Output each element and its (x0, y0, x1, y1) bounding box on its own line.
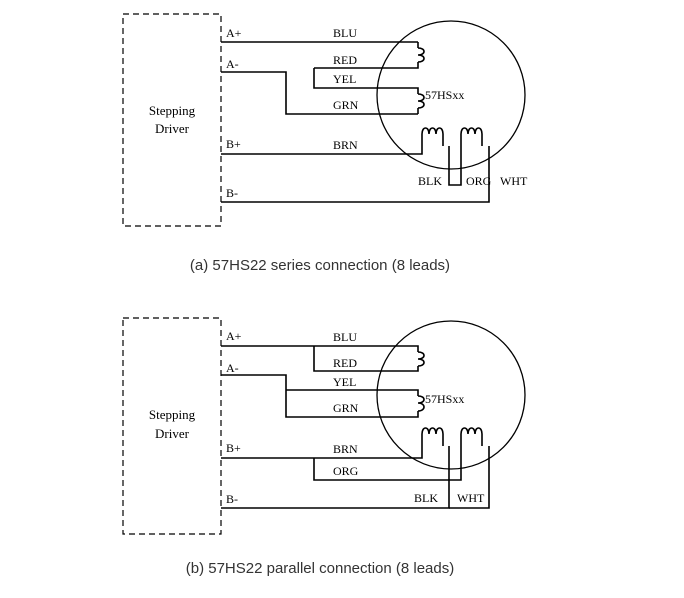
motor-circle (376, 20, 526, 170)
stepping-driver-box (122, 13, 222, 227)
wire-label-blu: BLU (333, 26, 357, 40)
terminal-b-plus: B+ (226, 137, 241, 151)
terminal-b-minus: B- (226, 492, 238, 506)
series-connection-diagram: Stepping Driver A+ A- B+ B- BLU (122, 13, 528, 274)
parallel-connection-diagram: Stepping Driver A+ A- B+ B- BLU RED (122, 317, 526, 577)
wire-label-red: RED (333, 53, 357, 67)
coil-windings (417, 47, 483, 146)
stepping-driver-box (122, 317, 222, 535)
wire-label-grn: GRN (333, 98, 359, 112)
coil-label-wht: WHT (500, 174, 528, 188)
caption-series: (a) 57HS22 series connection (8 leads) (190, 257, 450, 274)
coil-label-blk: BLK (414, 491, 438, 505)
coil-label-org: ORG (466, 174, 492, 188)
wire-label-grn: GRN (333, 401, 359, 415)
wire-label-yel: YEL (333, 375, 356, 389)
terminal-a-minus: A- (226, 57, 239, 71)
wire-lines (221, 41, 490, 203)
wire-lines (221, 345, 490, 509)
terminal-a-plus: A+ (226, 329, 242, 343)
driver-label-line1: Stepping (149, 407, 196, 422)
coil-label-blk: BLK (418, 174, 442, 188)
motor-circle (376, 320, 526, 470)
wire-label-blu: BLU (333, 330, 357, 344)
driver-label-line1: Stepping (149, 103, 196, 118)
motor-label: 57HSxx (425, 392, 464, 406)
motor-label: 57HSxx (425, 88, 464, 102)
driver-label-line2: Driver (155, 426, 190, 441)
driver-label-line2: Driver (155, 121, 190, 136)
wire-label-org: ORG (333, 464, 359, 478)
terminal-b-plus: B+ (226, 441, 241, 455)
wire-label-yel: YEL (333, 72, 356, 86)
terminal-a-minus: A- (226, 361, 239, 375)
terminal-a-plus: A+ (226, 26, 242, 40)
coil-windings (417, 351, 483, 446)
wire-label-red: RED (333, 356, 357, 370)
caption-parallel: (b) 57HS22 parallel connection (8 leads) (186, 560, 454, 577)
wire-label-brn: BRN (333, 138, 358, 152)
terminal-b-minus: B- (226, 186, 238, 200)
coil-label-wht: WHT (457, 491, 485, 505)
wire-label-brn: BRN (333, 442, 358, 456)
